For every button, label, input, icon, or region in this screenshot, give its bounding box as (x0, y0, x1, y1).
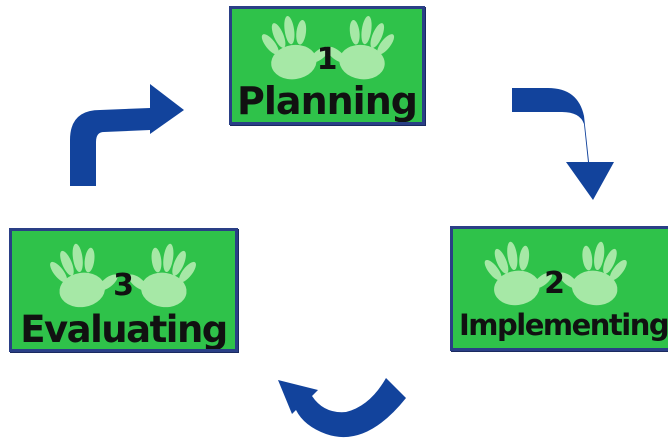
hand-prints-icon (261, 16, 395, 80)
stage-number: 3 (113, 268, 134, 303)
stage-label-planning: Planning (237, 79, 418, 123)
curved-arrow-icon (70, 84, 184, 186)
stage-box-evaluating: 3 Evaluating (9, 228, 238, 352)
stage-number: 2 (544, 266, 565, 301)
stage-box-implementing: 2 Implementing (450, 226, 668, 351)
stage-label-implementing: Implementing (459, 308, 668, 342)
curved-arrow-icon (278, 378, 406, 438)
hand-prints-icon (484, 241, 627, 306)
stage-label-evaluating: Evaluating (20, 308, 228, 351)
hand-prints-icon (50, 243, 196, 308)
stage-number: 1 (316, 42, 338, 77)
curved-arrow-icon (512, 88, 614, 200)
stage-box-planning: 1 Planning (229, 6, 425, 125)
